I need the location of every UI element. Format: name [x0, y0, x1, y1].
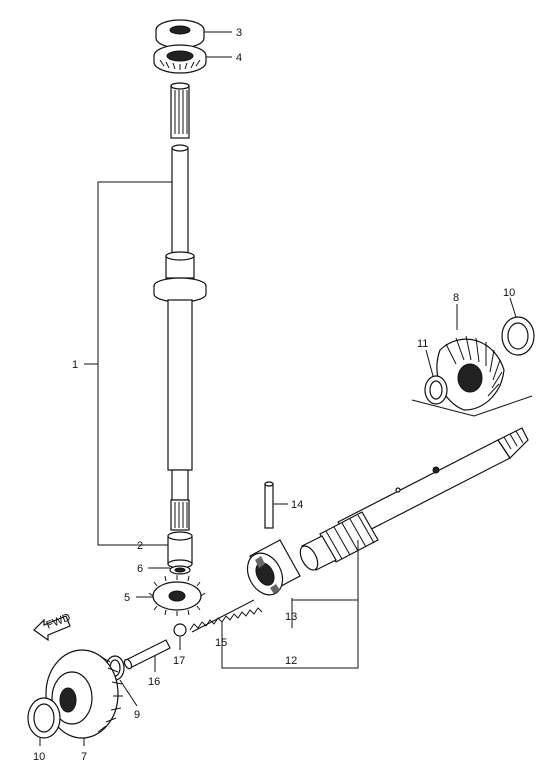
part-15-spring	[189, 599, 263, 633]
callout-3: 3	[236, 27, 242, 39]
part-1-drive-shaft	[153, 82, 207, 531]
part-11-shim	[424, 375, 448, 405]
callout-2: 2	[137, 540, 143, 552]
callout-12: 12	[285, 655, 297, 667]
callout-8: 8	[453, 292, 459, 304]
callout-13: 13	[285, 611, 297, 623]
callout-15: 15	[215, 637, 227, 649]
callout-17: 17	[173, 655, 185, 667]
part-2-bushing	[167, 531, 193, 569]
part-13-clutch-dog	[246, 539, 301, 596]
part-16-pin	[123, 639, 171, 670]
part-8-bevel-gear	[436, 335, 505, 411]
part-12-propeller-shaft	[299, 427, 529, 571]
part-7-bevel-gear	[45, 649, 123, 739]
callout-6: 6	[137, 563, 143, 575]
leader-lines	[39, 31, 533, 746]
part-14-pin	[264, 481, 274, 529]
fwd-arrow-icon: FWD	[33, 611, 72, 642]
callout-9: 9	[134, 709, 140, 721]
callout-1: 1	[72, 359, 78, 371]
part-5-pinion-gear	[148, 575, 206, 616]
callout-7: 7	[81, 751, 87, 763]
callout-5: 5	[124, 592, 130, 604]
callout-11: 11	[417, 338, 428, 350]
callout-10-lower: 10	[33, 751, 45, 763]
callout-10-upper: 10	[503, 287, 515, 299]
part-4-thrust-bearing	[153, 44, 207, 74]
part-6-circlip	[169, 565, 191, 575]
callout-14: 14	[291, 499, 303, 511]
callout-4: 4	[236, 52, 242, 64]
part-10-shim-lower	[27, 697, 61, 739]
callout-labels: 1 2 3 4 5 6 7 8 9 10 10 11 12 13 14 15 1…	[33, 27, 515, 763]
callout-16: 16	[148, 676, 160, 688]
part-10-shim-upper	[501, 316, 535, 356]
part-3-washer	[155, 19, 205, 49]
part-17-ball	[173, 623, 187, 637]
